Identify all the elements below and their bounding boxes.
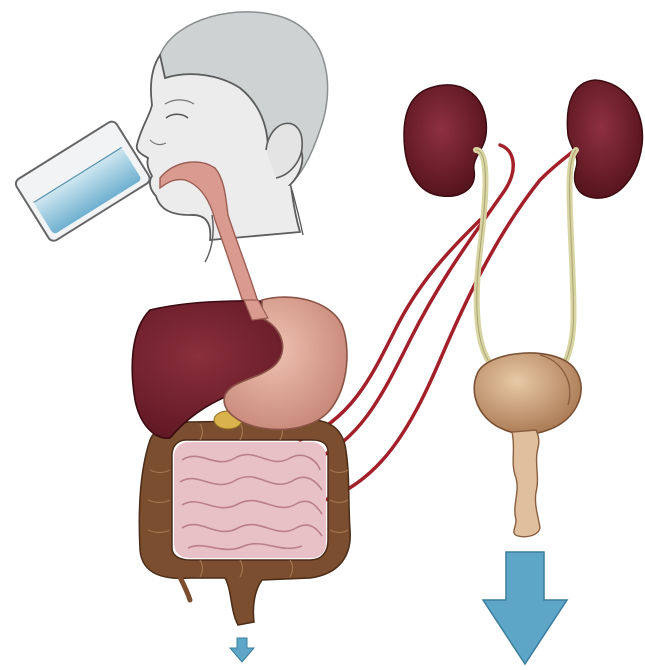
left-kidney	[404, 85, 486, 196]
urethra	[512, 430, 540, 537]
small-intestine	[174, 442, 326, 558]
right-kidney	[567, 80, 642, 198]
water-glass	[14, 119, 152, 243]
down-arrow-icon	[483, 552, 567, 664]
human-head	[137, 12, 328, 262]
down-arrow-icon	[230, 638, 254, 662]
urinary-bladder	[474, 353, 581, 435]
